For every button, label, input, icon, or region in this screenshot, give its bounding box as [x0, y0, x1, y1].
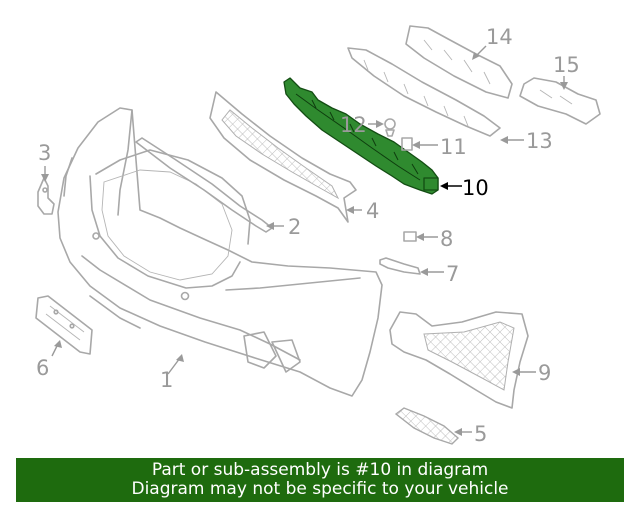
- bracket-part-14[interactable]: [405, 25, 513, 99]
- svg-text:11: 11: [440, 135, 467, 159]
- svg-text:6: 6: [36, 356, 49, 380]
- grille-insert-part-5[interactable]: [394, 407, 460, 445]
- callout-10: 10: [440, 176, 489, 200]
- clip-part-12[interactable]: [384, 118, 396, 137]
- svg-text:5: 5: [474, 422, 487, 446]
- svg-text:9: 9: [538, 361, 551, 385]
- banner-line-1: Part or sub-assembly is #10 in diagram: [151, 460, 489, 480]
- svg-text:13: 13: [526, 129, 553, 153]
- callout-12: 12: [340, 113, 384, 137]
- bracket-part-3[interactable]: [37, 177, 55, 215]
- svg-text:1: 1: [160, 368, 173, 392]
- callout-5: 5: [454, 422, 487, 446]
- info-banner: Part or sub-assembly is #10 in diagram D…: [16, 458, 624, 502]
- svg-text:12: 12: [340, 113, 367, 137]
- callout-3: 3: [38, 141, 51, 182]
- callout-15: 15: [553, 53, 580, 90]
- callout-6: 6: [36, 340, 62, 380]
- callout-7: 7: [420, 262, 459, 286]
- callout-4: 4: [346, 199, 379, 223]
- svg-text:8: 8: [440, 227, 453, 251]
- clip-part-8[interactable]: [403, 231, 417, 242]
- svg-text:15: 15: [553, 53, 580, 77]
- bracket-part-7[interactable]: [379, 257, 421, 275]
- callout-2: 2: [266, 215, 301, 239]
- banner-line-2: Diagram may not be specific to your vehi…: [131, 479, 509, 499]
- lower-grille-part-9[interactable]: [389, 311, 529, 409]
- svg-text:14: 14: [486, 25, 513, 49]
- svg-text:3: 3: [38, 141, 51, 165]
- callout-14: 14: [472, 25, 513, 60]
- callout-9: 9: [512, 361, 551, 385]
- svg-text:2: 2: [288, 215, 301, 239]
- svg-text:4: 4: [366, 199, 379, 223]
- callout-8: 8: [416, 227, 453, 251]
- parts-diagram: 1 2 3 4 5 6 7 8 9 10: [35, 25, 601, 446]
- callout-11: 11: [412, 135, 467, 159]
- bumper-cover-part-1[interactable]: [57, 107, 383, 397]
- reinforcement-part-10-highlighted[interactable]: [283, 77, 439, 195]
- callout-13: 13: [500, 129, 553, 153]
- license-bracket-part-6[interactable]: [35, 295, 93, 355]
- side-bracket-part-15[interactable]: [519, 77, 601, 125]
- svg-text:10: 10: [462, 176, 489, 200]
- svg-text:7: 7: [446, 262, 459, 286]
- upper-absorber-part-13[interactable]: [347, 47, 501, 137]
- callout-1: 1: [160, 354, 184, 392]
- clip-part-11[interactable]: [401, 137, 413, 151]
